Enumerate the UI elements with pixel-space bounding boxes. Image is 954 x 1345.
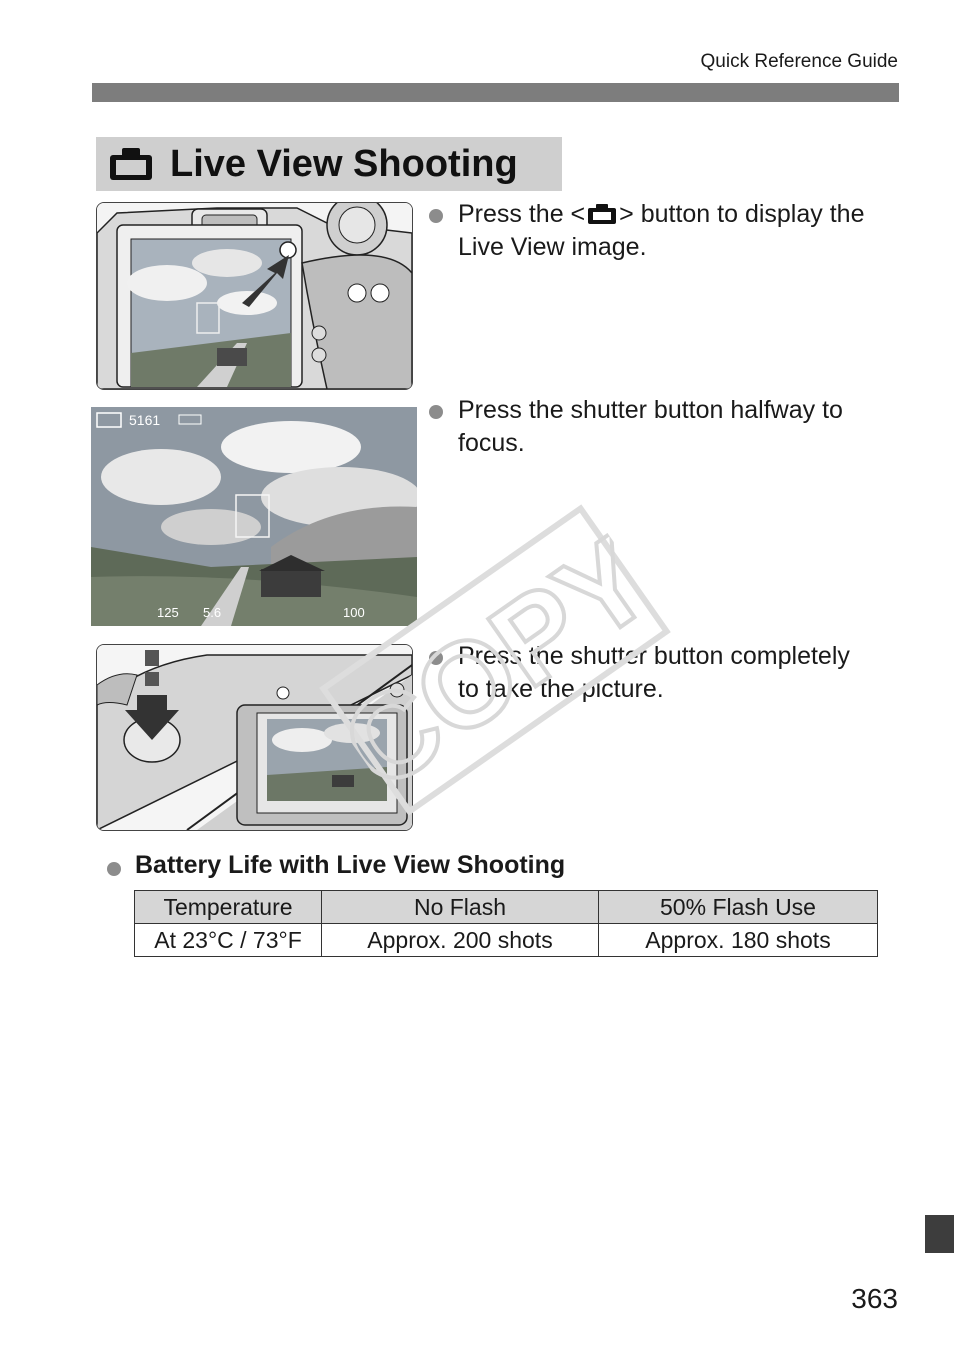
header-rule: [92, 83, 899, 102]
table-cell: Approx. 180 shots: [598, 923, 878, 957]
section-title-box: Live View Shooting: [96, 137, 562, 191]
column-header: Temperature: [134, 890, 322, 924]
running-header: Quick Reference Guide: [700, 51, 899, 72]
step-1-text: Press the <> button to display the Live …: [458, 200, 865, 261]
bullet-dot: [429, 651, 443, 665]
step-2-text: Press the shutter button halfway to focu…: [458, 396, 843, 457]
chapter-tab: [925, 1215, 954, 1253]
camera-icon: [588, 204, 617, 224]
table-row: At 23°C / 73°F Approx. 200 shots Approx.…: [134, 923, 878, 957]
aperture: 5.6: [203, 605, 221, 620]
table-header-row: Temperature No Flash 50% Flash Use: [134, 890, 878, 924]
table-cell: At 23°C / 73°F: [134, 923, 322, 957]
camera-icon: [110, 148, 152, 180]
battery-life-table: Temperature No Flash 50% Flash Use At 23…: [134, 890, 878, 957]
camera-back-illustration: [96, 202, 413, 390]
bullet-dot: [429, 405, 443, 419]
page-number: 363: [851, 1283, 898, 1314]
battery-life-heading: Battery Life with Live View Shooting: [135, 851, 566, 879]
section-title: Live View Shooting: [170, 142, 518, 185]
bullet-dot: [429, 209, 443, 223]
shots-remaining: 5161: [129, 412, 160, 428]
shutter-speed: 125: [157, 605, 179, 620]
step-3-text: Press the shutter button completely to t…: [458, 642, 850, 703]
bullet-dot: [107, 862, 121, 876]
table-cell: Approx. 200 shots: [321, 923, 599, 957]
column-header: 50% Flash Use: [598, 890, 878, 924]
live-view-screen-photo: 5161 125 5.6 100: [91, 407, 417, 626]
column-header: No Flash: [321, 890, 599, 924]
iso-value: 100: [343, 605, 365, 620]
